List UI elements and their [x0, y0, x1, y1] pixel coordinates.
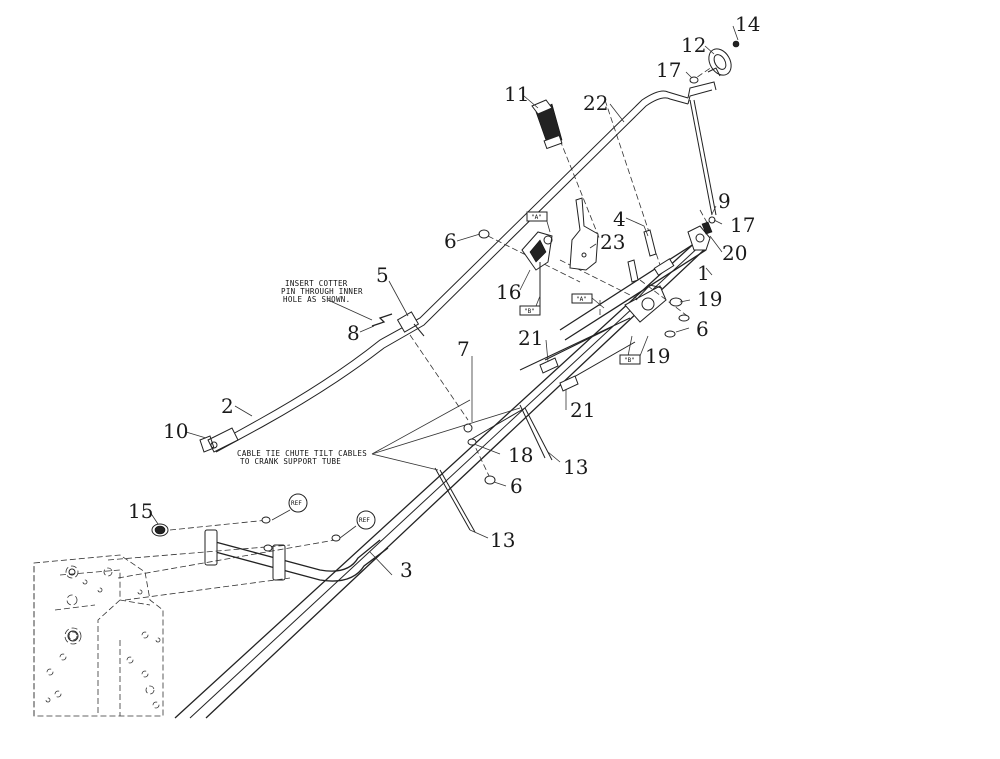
- upper-tube-assembly: [559, 225, 711, 341]
- ref-tag-1: REF: [288, 493, 308, 513]
- callout-6-lower: 6: [510, 474, 523, 498]
- callout-1: 1: [697, 261, 710, 285]
- callout-6-right: 6: [696, 317, 709, 341]
- crank-support-tube: [174, 237, 707, 719]
- chassis-frame: [33, 554, 164, 717]
- knob-11: [531, 99, 563, 150]
- cable-tie-note: CABLE TIE CHUTE TILT CABLES TO CRANK SUP…: [237, 449, 367, 466]
- cotter-pin-8: [371, 313, 393, 327]
- callout-22: 22: [583, 91, 608, 115]
- cable-tie-note-line-1: CABLE TIE CHUTE TILT CABLES: [237, 449, 367, 458]
- cotter-note-line-3: HOLE AS SHOWN.: [283, 295, 350, 304]
- cotter-pin-note: INSERT COTTER PIN THROUGH INNER HOLE AS …: [281, 279, 363, 304]
- callout-leaders: [149, 25, 739, 576]
- callout-13-right: 13: [563, 455, 588, 479]
- callout-6-top: 6: [444, 229, 457, 253]
- callout-13-lower: 13: [490, 528, 515, 552]
- nut-6-lower: [484, 475, 496, 485]
- callout-5: 5: [376, 263, 389, 287]
- callout-17-right: 17: [730, 213, 755, 237]
- tag-a-upper: "A": [526, 211, 548, 222]
- tag-b-upper: "B": [519, 305, 541, 316]
- callout-17-top: 17: [656, 58, 681, 82]
- callout-19-lower: 19: [645, 344, 670, 368]
- frame-washers: [261, 516, 341, 552]
- tag-a-lower: "A": [571, 293, 593, 304]
- callout-8: 8: [347, 321, 360, 345]
- ref-tag-2: REF: [356, 510, 376, 530]
- callout-14: 14: [735, 12, 760, 36]
- callout-21-top: 21: [518, 326, 543, 350]
- svg-text:REF: REF: [359, 517, 370, 524]
- callout-7: 7: [457, 337, 470, 361]
- callout-16: 16: [496, 280, 521, 304]
- cotter-note-line-2: PIN THROUGH INNER: [281, 287, 363, 296]
- callout-19-right: 19: [697, 287, 722, 311]
- bracket-16: [521, 231, 553, 310]
- callout-9: 9: [718, 189, 731, 213]
- svg-text:REF: REF: [291, 500, 302, 507]
- svg-text:"B": "B": [624, 357, 635, 364]
- bolt-7-18: [463, 423, 477, 446]
- callout-11: 11: [504, 82, 529, 106]
- callout-2: 2: [221, 394, 234, 418]
- cable-tie-note-line-2: TO CRANK SUPPORT TUBE: [240, 457, 341, 466]
- callout-15: 15: [128, 499, 153, 523]
- nut-6-top: [478, 229, 490, 239]
- callout-10: 10: [163, 419, 188, 443]
- callout-21-lower: 21: [570, 398, 595, 422]
- callout-20: 20: [722, 241, 747, 265]
- latch-plate-23: [569, 197, 599, 271]
- plug-15: [151, 523, 169, 537]
- callout-23: 23: [600, 230, 625, 254]
- callout-18: 18: [508, 443, 533, 467]
- tag-b-lower: "B": [619, 354, 641, 365]
- callout-numbers: 1 2 3 4 5 6 6 6 7 8 9 10 11 12 13 13 14 …: [128, 12, 760, 582]
- chute-tilt-cables: [434, 317, 636, 533]
- callout-3: 3: [400, 558, 413, 582]
- callout-4: 4: [613, 207, 626, 231]
- cotter-note-line-1: INSERT COTTER: [285, 279, 348, 288]
- washer-17-top: [689, 76, 699, 84]
- svg-text:"A": "A": [531, 214, 542, 221]
- svg-text:"A": "A": [576, 296, 587, 303]
- callout-12: 12: [681, 33, 706, 57]
- hardware-19-20: [664, 216, 716, 338]
- svg-text:"B": "B": [524, 308, 535, 315]
- crank-rod: [199, 81, 717, 453]
- knob-12: [707, 40, 740, 77]
- pins-4: [627, 229, 657, 283]
